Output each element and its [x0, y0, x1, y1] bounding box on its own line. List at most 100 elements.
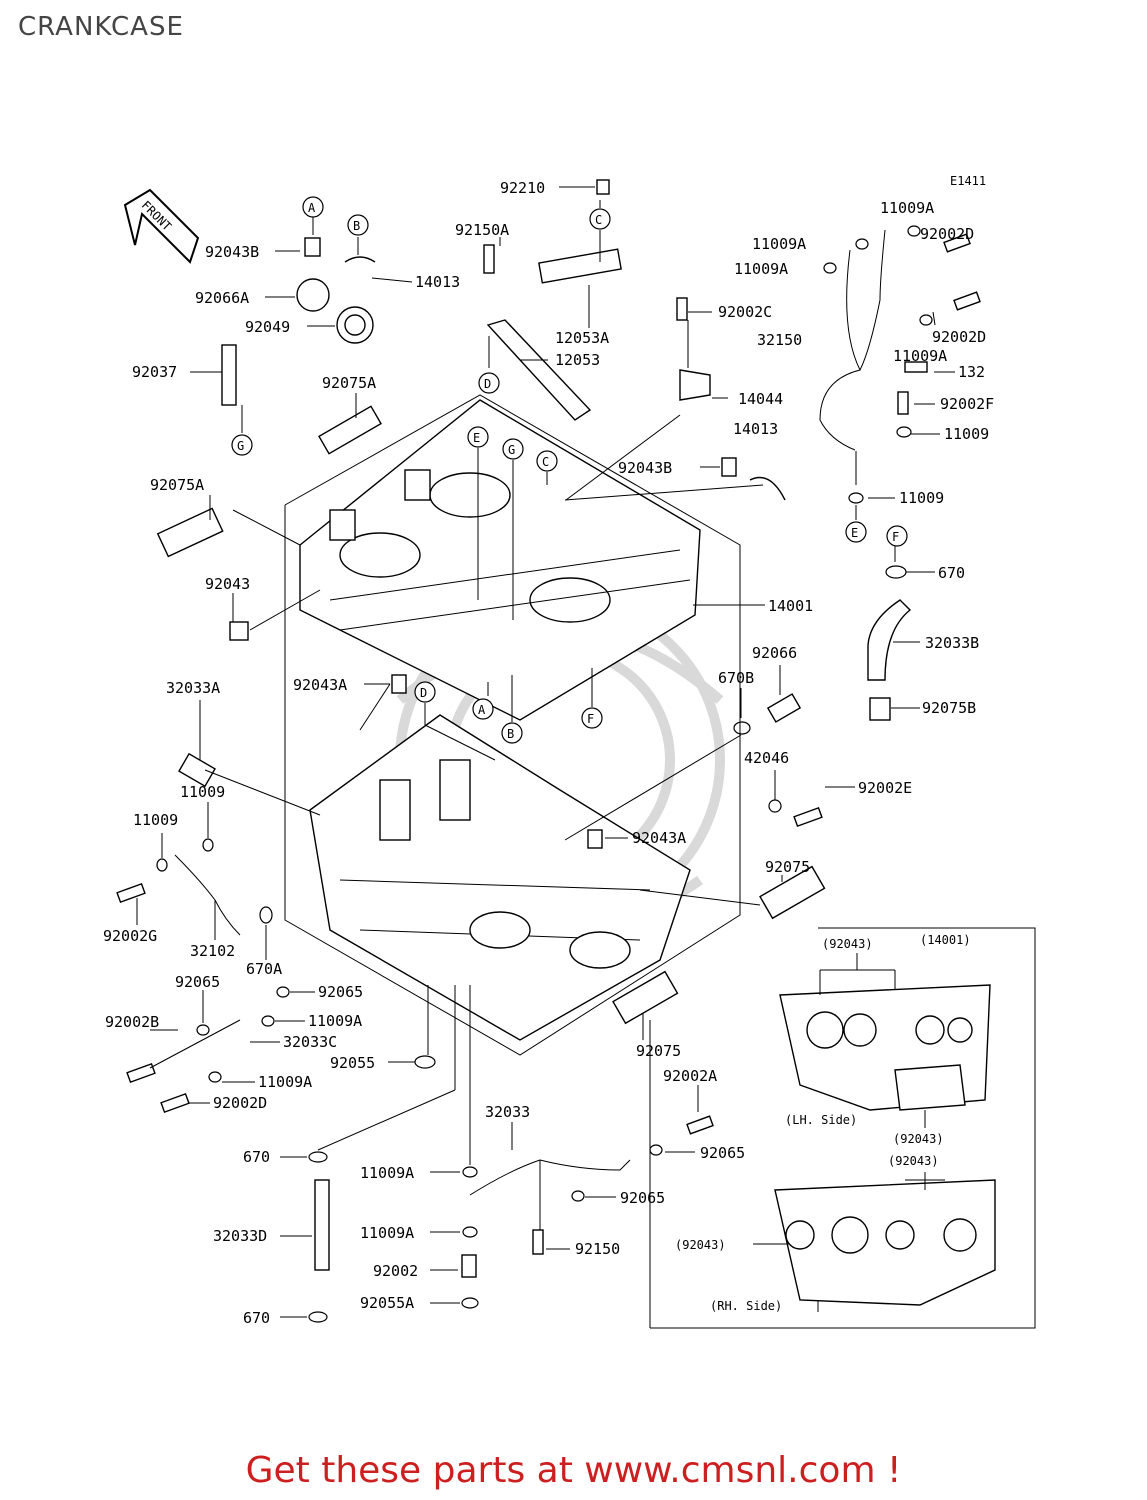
marker-b-low: [501, 722, 523, 744]
marker-e-mid: [467, 426, 489, 448]
upper-crankcase: [299, 399, 701, 721]
part-label-11009-b: 11009: [899, 489, 944, 507]
part-label-32033A: 32033A: [166, 679, 220, 697]
part-label-14013: 14013: [415, 273, 460, 291]
small-parts: [116, 179, 981, 1323]
part-label-11009A-c: 11009A: [893, 347, 947, 365]
part-label-92049: 92049: [245, 318, 290, 336]
part-label-14001: 14001: [768, 597, 813, 615]
part-label-92002C: 92002C: [718, 303, 772, 321]
part-label-32033: 32033: [485, 1103, 530, 1121]
front-arrow-icon: FRONT: [123, 188, 200, 264]
marker-a-low: [472, 698, 494, 720]
part-label-92066A: 92066A: [195, 289, 249, 307]
part-label-92055A: 92055A: [360, 1294, 414, 1312]
part-label-92043B-right: 92043B: [618, 459, 672, 477]
footer-promo-text: Get these parts at www.cmsnl.com !: [245, 1450, 902, 1491]
part-label-92002G: 92002G: [103, 927, 157, 945]
part-label-32033B: 32033B: [925, 634, 979, 652]
part-label-32102: 32102: [190, 942, 235, 960]
part-label-92043A-top: 92043A: [293, 676, 347, 694]
marker-g-mid-label: G: [508, 443, 515, 457]
part-label-92065-left: 92065: [175, 973, 220, 991]
marker-d-low: [414, 681, 436, 703]
part-labels: 92210 92150A 12053A 12053 92043B 14013 9…: [103, 179, 994, 1327]
part-label-92055: 92055: [330, 1054, 375, 1072]
page-title: CRANKCASE: [18, 12, 184, 42]
marker-c-mid-label: C: [542, 455, 549, 469]
inset-labels: (92043) (14001) (LH. Side) (92043) (9204…: [675, 933, 971, 1313]
marker-c-top: [589, 208, 611, 230]
part-label-92002D-top: 92002D: [920, 225, 974, 243]
part-label-92075A-left: 92075A: [150, 476, 204, 494]
part-label-11009-left-a: 11009: [180, 783, 225, 801]
part-label-32033D: 32033D: [213, 1227, 267, 1245]
part-label-670-left-b: 670: [243, 1309, 270, 1327]
part-label-11009A-a: 11009A: [752, 235, 806, 253]
marker-b-top-label: B: [353, 219, 360, 233]
marker-d-top: [478, 372, 500, 394]
part-label-92065-right: 92065: [700, 1144, 745, 1162]
part-label-14044: 14044: [738, 390, 783, 408]
inset-ref-92043-lh: (92043): [893, 1132, 944, 1146]
part-label-11009A-bottom-a: 11009A: [360, 1164, 414, 1182]
part-label-92002D-mid: 92002D: [932, 328, 986, 346]
part-label-32150: 32150: [757, 331, 802, 349]
marker-f-low-label: F: [587, 712, 594, 726]
part-label-92002B: 92002B: [105, 1013, 159, 1031]
part-label-92075-bottom: 92075: [636, 1042, 681, 1060]
crankcase-parts-diagram: FRONT E1411: [103, 174, 1036, 1329]
marker-a-low-label: A: [478, 703, 486, 717]
marker-a-top-label: A: [308, 201, 316, 215]
inset-ref-92043-left: (92043): [675, 1238, 726, 1252]
part-label-42046: 42046: [744, 749, 789, 767]
part-label-670A: 670A: [246, 960, 282, 978]
marker-d-low-label: D: [420, 686, 427, 700]
part-label-92150A: 92150A: [455, 221, 509, 239]
marker-a-top: [302, 196, 324, 218]
part-label-92002E: 92002E: [858, 779, 912, 797]
inset-rh-side: (RH. Side): [710, 1299, 782, 1313]
part-label-92037: 92037: [132, 363, 177, 381]
inset-panel: [649, 927, 1036, 1329]
marker-b-top: [347, 214, 369, 236]
inset-ref-14001: (14001): [920, 933, 971, 947]
inset-lh-side: (LH. Side): [785, 1113, 857, 1127]
marker-f-right: [886, 525, 908, 547]
part-label-92002A: 92002A: [663, 1067, 717, 1085]
part-label-12053: 12053: [555, 351, 600, 369]
part-label-92043A-mid: 92043A: [632, 829, 686, 847]
part-label-12053A: 12053A: [555, 329, 609, 347]
part-label-11009A-bottom-b: 11009A: [360, 1224, 414, 1242]
marker-f-low: [581, 707, 603, 729]
leader-lines: [136, 186, 955, 1318]
part-label-11009-left-b: 11009: [133, 811, 178, 829]
part-label-11009A-left: 11009A: [308, 1012, 362, 1030]
part-label-92043: 92043: [205, 575, 250, 593]
part-label-92075B: 92075B: [922, 699, 976, 717]
part-label-92043B: 92043B: [205, 243, 259, 261]
marker-g-left-label: G: [237, 439, 244, 453]
part-label-670B: 670B: [718, 669, 754, 687]
marker-group: A B C D G E G C E F D A B F: [231, 196, 908, 744]
marker-e-right: [845, 521, 867, 543]
part-label-92075A: 92075A: [322, 374, 376, 392]
part-label-670-right: 670: [938, 564, 965, 582]
part-label-11009A-top: 11009A: [880, 199, 934, 217]
marker-b-low-label: B: [507, 727, 514, 741]
part-label-92002F: 92002F: [940, 395, 994, 413]
marker-g-mid: [502, 438, 524, 460]
part-label-92075-right: 92075: [765, 858, 810, 876]
part-label-11009A-b: 11009A: [734, 260, 788, 278]
marker-e-right-label: E: [851, 526, 858, 540]
marker-g-left: [231, 434, 253, 456]
part-label-11009A-left-b: 11009A: [258, 1073, 312, 1091]
inset-ref-92043-rh: (92043): [888, 1154, 939, 1168]
lower-crankcase: [309, 714, 691, 1041]
part-label-92065-bottom: 92065: [620, 1189, 665, 1207]
inset-ref-92043-top: (92043): [822, 937, 873, 951]
marker-d-top-label: D: [484, 377, 491, 391]
part-label-92002: 92002: [373, 1262, 418, 1280]
part-label-92210: 92210: [500, 179, 545, 197]
part-label-32033C: 32033C: [283, 1033, 337, 1051]
